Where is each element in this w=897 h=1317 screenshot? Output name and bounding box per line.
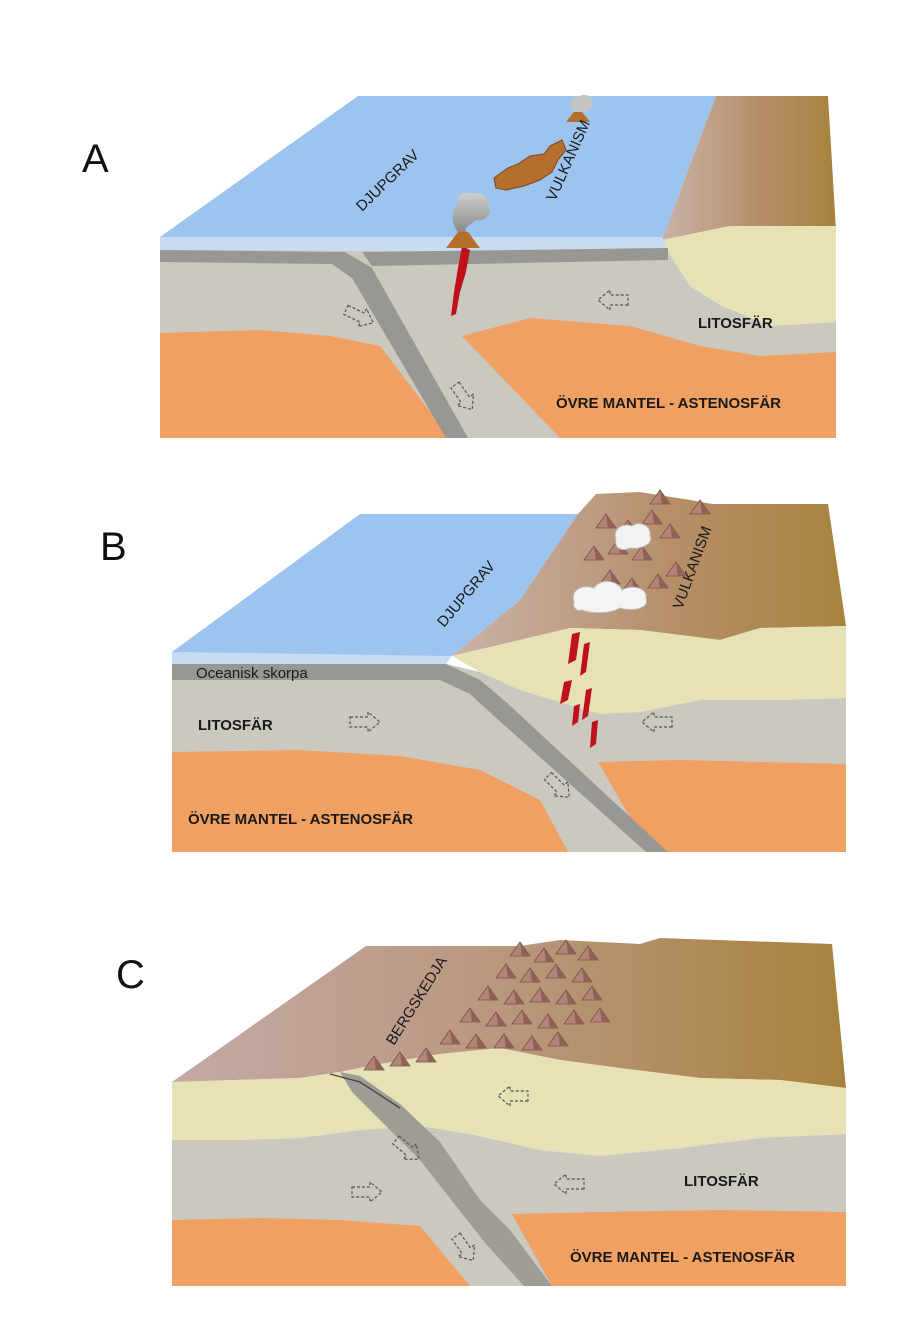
panel-a: A DJUPGRAV VULKANISM LITOSFÄR ÖV [82,94,836,438]
panel-a-volcano-plume [452,192,491,232]
panel-a-oceanic-crust [160,250,468,438]
panel-c-lithosphere-label: LITOSFÄR [684,1173,759,1190]
panel-a-lithosphere-label: LITOSFÄR [698,315,773,332]
panel-a-small-volcano [566,112,590,122]
panel-c-mantle-label: ÖVRE MANTEL - ASTENOSFÄR [570,1249,795,1266]
panel-a-mantle-label: ÖVRE MANTEL - ASTENOSFÄR [556,395,781,412]
panel-b-land-surface [452,492,846,656]
panel-b-lithosphere-label: LITOSFÄR [198,717,273,734]
panel-a-ocean-side [160,237,668,252]
panel-a-ocean-surface [160,96,716,240]
panel-b-asthenosphere-right [598,760,846,852]
panel-a-continental-crust [662,226,836,326]
panel-a-volcano [446,232,480,248]
panel-c-slab [340,1072,552,1286]
panel-b-ocean-side [172,652,452,664]
panel-a-asthenosphere-left [160,330,450,438]
panel-a-magma [451,246,470,316]
panel-a-small-plume [571,94,593,112]
panel-a-overriding-crust [362,248,668,266]
panel-b-oceanic-crust-label: Oceanisk skorpa [196,665,308,682]
panel-c-asthenosphere-left [172,1218,470,1286]
panel-c-letter: C [116,953,145,997]
panel-b-letter: B [100,525,127,569]
panel-b-volcano-plume-1 [614,523,652,551]
panel-b-ocean-surface [172,514,578,656]
panel-a-letter: A [82,137,109,181]
panel-b-asthenosphere-left [172,750,568,852]
panel-a-land-surface [662,96,836,240]
panel-a-island-arc [493,139,567,191]
panel-b: B [100,489,846,852]
panel-b-volcano-plume-2 [572,581,648,614]
panel-c: C [116,938,846,1286]
panel-a-asthenosphere-right [462,318,836,438]
panel-b-mantle-label: ÖVRE MANTEL - ASTENOSFÄR [188,811,413,828]
panel-c-suture-line [329,1073,401,1109]
panel-c-asthenosphere-right [512,1210,846,1286]
panel-c-land-surface [172,938,846,1088]
panel-b-magma [560,632,598,748]
panel-b-continental-crust [452,626,846,714]
panel-c-continental-crust [172,1048,846,1156]
